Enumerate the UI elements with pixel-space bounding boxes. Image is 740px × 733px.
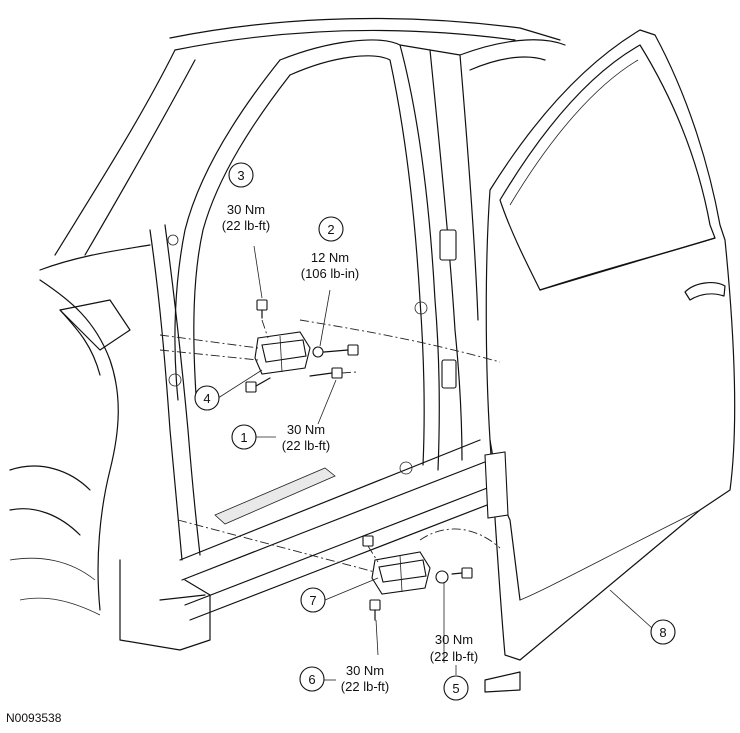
callout-6: 6 30 Nm (22 lb-ft) xyxy=(299,663,389,694)
leader-lines xyxy=(214,245,653,681)
callout-number: 8 xyxy=(659,625,666,640)
callout-3: 3 30 Nm (22 lb-ft) xyxy=(222,162,270,233)
callout-8: 8 xyxy=(650,619,676,645)
bolt-item-1 xyxy=(309,367,357,379)
upper-door-hinge xyxy=(159,319,501,375)
torque-value: 30 Nm xyxy=(346,663,384,678)
vehicle-body xyxy=(9,17,566,651)
callout-number: 1 xyxy=(240,430,247,445)
hinge-bolts xyxy=(245,299,473,621)
bolt-upper-lower-hinge xyxy=(362,535,379,563)
callout-5: 5 30 Nm (22 lb-ft) xyxy=(430,632,478,701)
callout-number: 2 xyxy=(327,222,334,237)
torque-value: 30 Nm xyxy=(435,632,473,647)
bolt-item-3 xyxy=(256,299,269,339)
callout-number: 4 xyxy=(203,391,210,406)
torque-value-imperial: (22 lb-ft) xyxy=(430,649,478,664)
callout-number: 3 xyxy=(237,168,244,183)
torque-value-imperial: (106 lb-in) xyxy=(301,266,360,281)
callout-number: 5 xyxy=(452,681,459,696)
bolt-item-2 xyxy=(312,344,359,358)
bolt-item-6 xyxy=(369,599,381,621)
callout-2: 2 12 Nm (106 lb-in) xyxy=(301,216,360,281)
callout-number: 6 xyxy=(308,672,315,687)
callout-4: 4 xyxy=(194,385,220,411)
bolt-item-5 xyxy=(435,567,473,584)
bolt-item-4 xyxy=(245,377,271,393)
torque-value-imperial: (22 lb-ft) xyxy=(222,218,270,233)
torque-value: 30 Nm xyxy=(287,422,325,437)
lower-door-hinge xyxy=(177,519,501,595)
callout-number: 7 xyxy=(309,593,316,608)
front-door xyxy=(484,29,736,693)
torque-value: 30 Nm xyxy=(227,202,265,217)
torque-value-imperial: (22 lb-ft) xyxy=(341,679,389,694)
figure-id: N0093538 xyxy=(6,711,62,725)
callout-7: 7 xyxy=(300,587,326,613)
torque-value-imperial: (22 lb-ft) xyxy=(282,438,330,453)
torque-value: 12 Nm xyxy=(311,250,349,265)
callout-1: 1 30 Nm (22 lb-ft) xyxy=(231,422,330,453)
